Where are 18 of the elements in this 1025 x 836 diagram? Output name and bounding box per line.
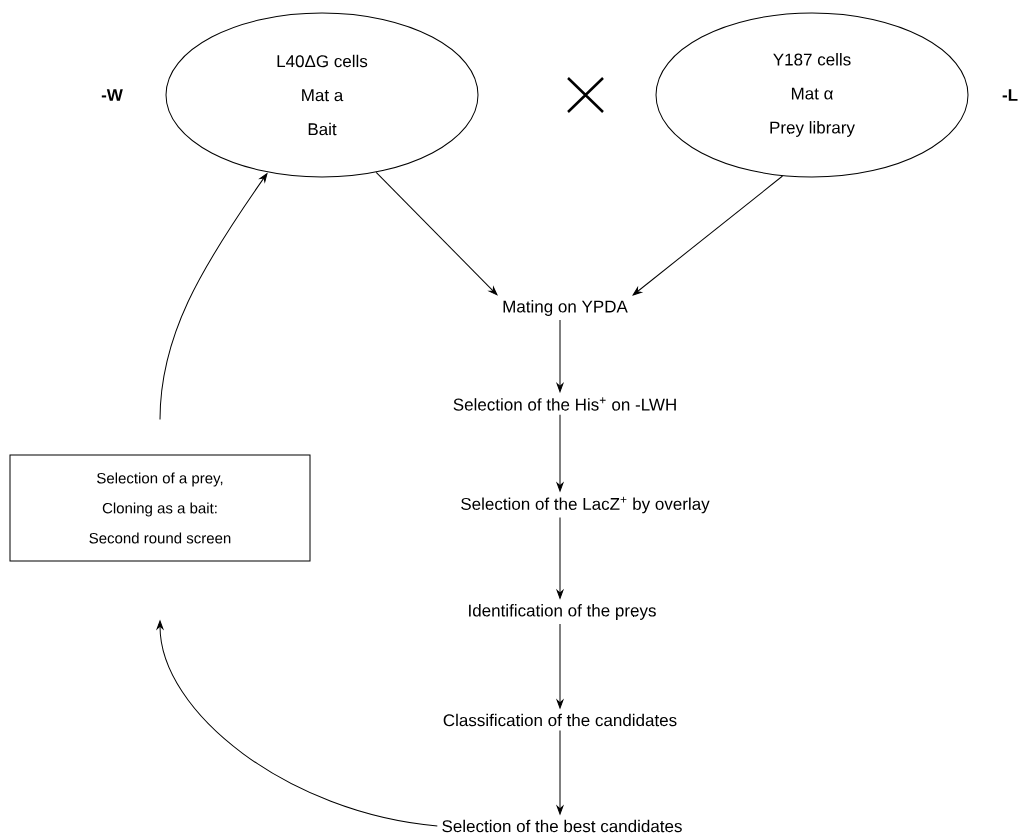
arrow bbox=[556, 517, 564, 599]
step-text: Selection of the His$^{+}$ on -LWH bbox=[453, 397, 676, 411]
step-text: Classification of the candidates bbox=[443, 713, 677, 727]
process-box: Selection of a prey, Cloning as a bait: Second round screen bbox=[9, 454, 311, 562]
arrow bbox=[556, 729, 564, 815]
side-label: -W bbox=[101, 89, 123, 101]
arrow bbox=[375, 171, 498, 296]
step-text: Identification of the preys bbox=[469, 604, 656, 620]
arrow bbox=[556, 623, 564, 709]
side-label: -L bbox=[1002, 89, 1018, 101]
arrow bbox=[156, 620, 438, 827]
arrow bbox=[556, 319, 564, 393]
arrow bbox=[159, 173, 268, 420]
step-text: Selection of the best candidates bbox=[442, 819, 682, 833]
step-text: Selection of the LacZ$^{+}$ by overlay bbox=[461, 496, 710, 514]
arrow bbox=[556, 414, 564, 492]
arrow bbox=[632, 175, 784, 296]
step-text: Mating on YPDA bbox=[503, 300, 628, 316]
